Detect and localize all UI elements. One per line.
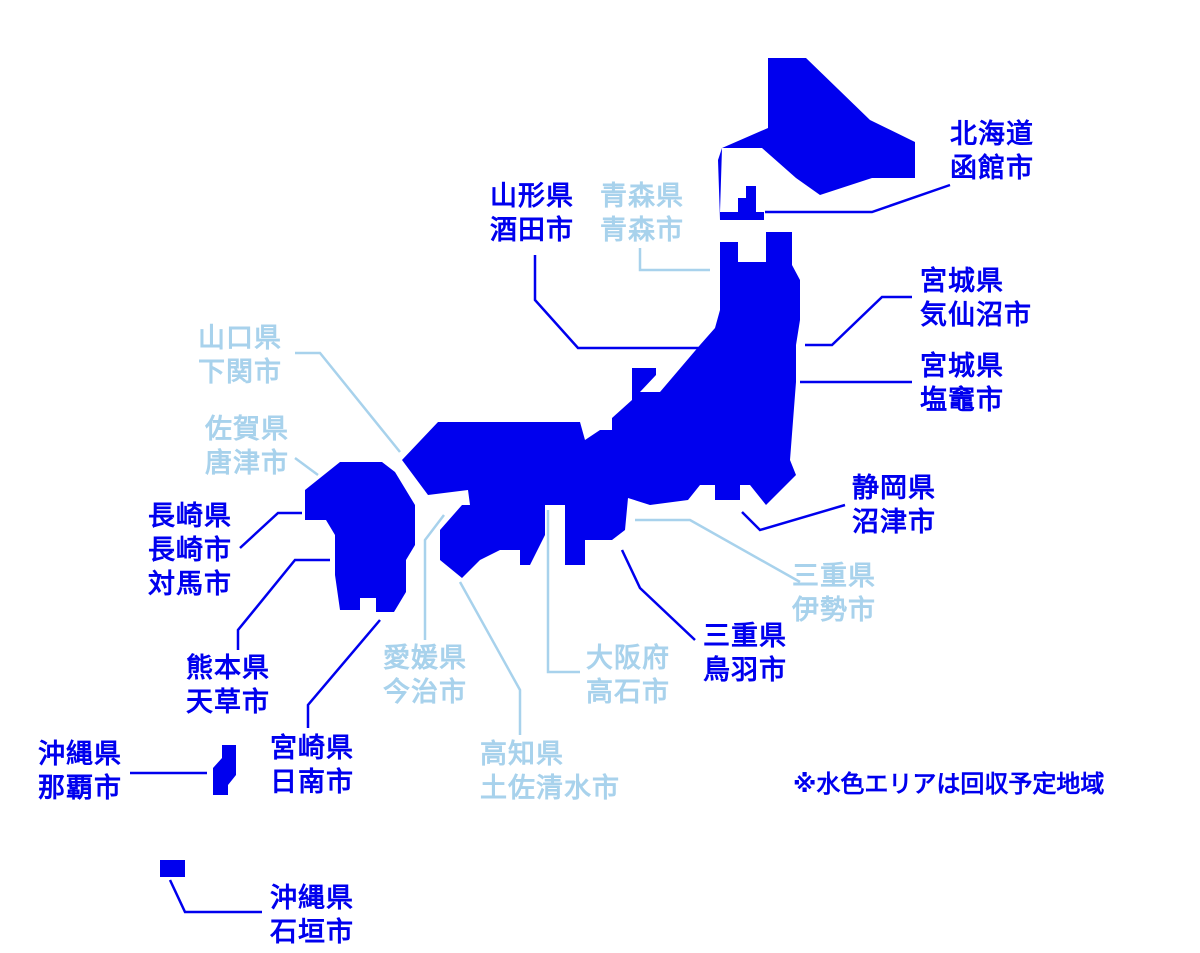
city-name: 函館市 [950,153,1034,184]
label-amakusa: 熊本県 天草市 [186,652,270,720]
leader-amakusa [236,558,330,650]
label-aomori: 青森県 青森市 [600,180,684,248]
label-nichinan: 宮崎県 日南市 [270,732,354,800]
leader-nagasaki [239,511,302,549]
leader-aomori [638,248,710,272]
pref-name: 山形県 [490,181,574,212]
leader-karatsu [294,456,319,477]
leader-takaishi [546,510,580,674]
leader-ishigaki [168,879,262,914]
label-numazu: 静岡県 沼津市 [852,472,936,540]
city-name: 鳥羽市 [703,655,787,686]
pref-name: 宮城県 [920,351,1004,382]
label-sakata: 山形県 酒田市 [490,180,574,248]
city-name: 唐津市 [205,448,289,479]
city-name: 石垣市 [270,917,354,948]
city-name: 那覇市 [38,773,122,804]
pref-name: 愛媛県 [383,643,467,674]
ishigaki-island [160,860,185,877]
city-name: 酒田市 [490,215,574,246]
pref-name: 長崎県 [148,501,232,532]
leader-sakata [533,255,700,350]
leader-imabari [423,514,445,640]
label-takaishi: 大阪府 高石市 [586,642,670,710]
pref-name: 大阪府 [586,643,670,674]
label-karatsu: 佐賀県 唐津市 [205,413,289,481]
okinawa-main-island [213,745,236,795]
city-name: 青森市 [600,215,684,246]
city-name: 高石市 [586,677,670,708]
city-name: 気仙沼市 [920,300,1032,331]
leader-ise [635,518,801,584]
label-hakodate: 北海道 函館市 [950,118,1034,186]
hokkaido-island [718,58,915,220]
kyushu-island [305,462,415,612]
pref-name: 宮崎県 [270,733,354,764]
city-name: 沼津市 [852,507,936,538]
honshu-island [402,232,800,565]
city-name: 土佐清水市 [480,773,620,804]
leader-nichinan [306,619,381,728]
pref-name: 宮城県 [920,266,1004,297]
map-landmass [160,58,915,877]
pref-name: 沖縄県 [270,883,354,914]
leader-hakodate [765,183,951,214]
pref-name: 佐賀県 [205,414,289,445]
city-name: 下関市 [198,357,282,388]
pref-name: 沖縄県 [38,739,122,770]
pref-name: 北海道 [950,119,1034,150]
label-tosashimizu: 高知県 土佐清水市 [480,738,620,806]
city-name: 塩竈市 [920,385,1004,416]
shikoku-island [440,505,545,578]
label-kesennuma: 宮城県 気仙沼市 [920,265,1032,333]
label-nagasaki: 長崎県 長崎市 対馬市 [148,500,232,602]
leader-tosashimizu [458,581,522,735]
pref-name: 熊本県 [186,653,270,684]
pref-name: 山口県 [198,323,282,354]
leader-shimonoseki [295,351,401,453]
label-ishigaki: 沖縄県 石垣市 [270,882,354,950]
label-imabari: 愛媛県 今治市 [383,642,467,710]
city-name: 伊勢市 [792,595,876,626]
label-toba: 三重県 鳥羽市 [703,620,787,688]
city-name: 長崎市 [148,535,232,566]
pref-name: 青森県 [600,181,684,212]
legend-note: ※水色エリアは回収予定地域 [793,770,1105,798]
leader-lines [130,183,951,914]
leader-numazu [741,503,846,532]
label-naha: 沖縄県 那覇市 [38,738,122,806]
label-shiogama: 宮城県 塩竈市 [920,350,1004,418]
label-ise: 三重県 伊勢市 [792,560,876,628]
city-name: 日南市 [270,767,354,798]
leader-kesennuma [805,295,912,347]
pref-name: 高知県 [480,739,564,770]
city-name-2: 対馬市 [148,569,232,600]
pref-name: 三重県 [792,561,876,592]
city-name: 今治市 [383,677,467,708]
pref-name: 三重県 [703,621,787,652]
label-shimonoseki: 山口県 下関市 [198,322,282,390]
city-name: 天草市 [186,687,270,718]
pref-name: 静岡県 [852,473,936,504]
leader-toba [620,549,696,641]
